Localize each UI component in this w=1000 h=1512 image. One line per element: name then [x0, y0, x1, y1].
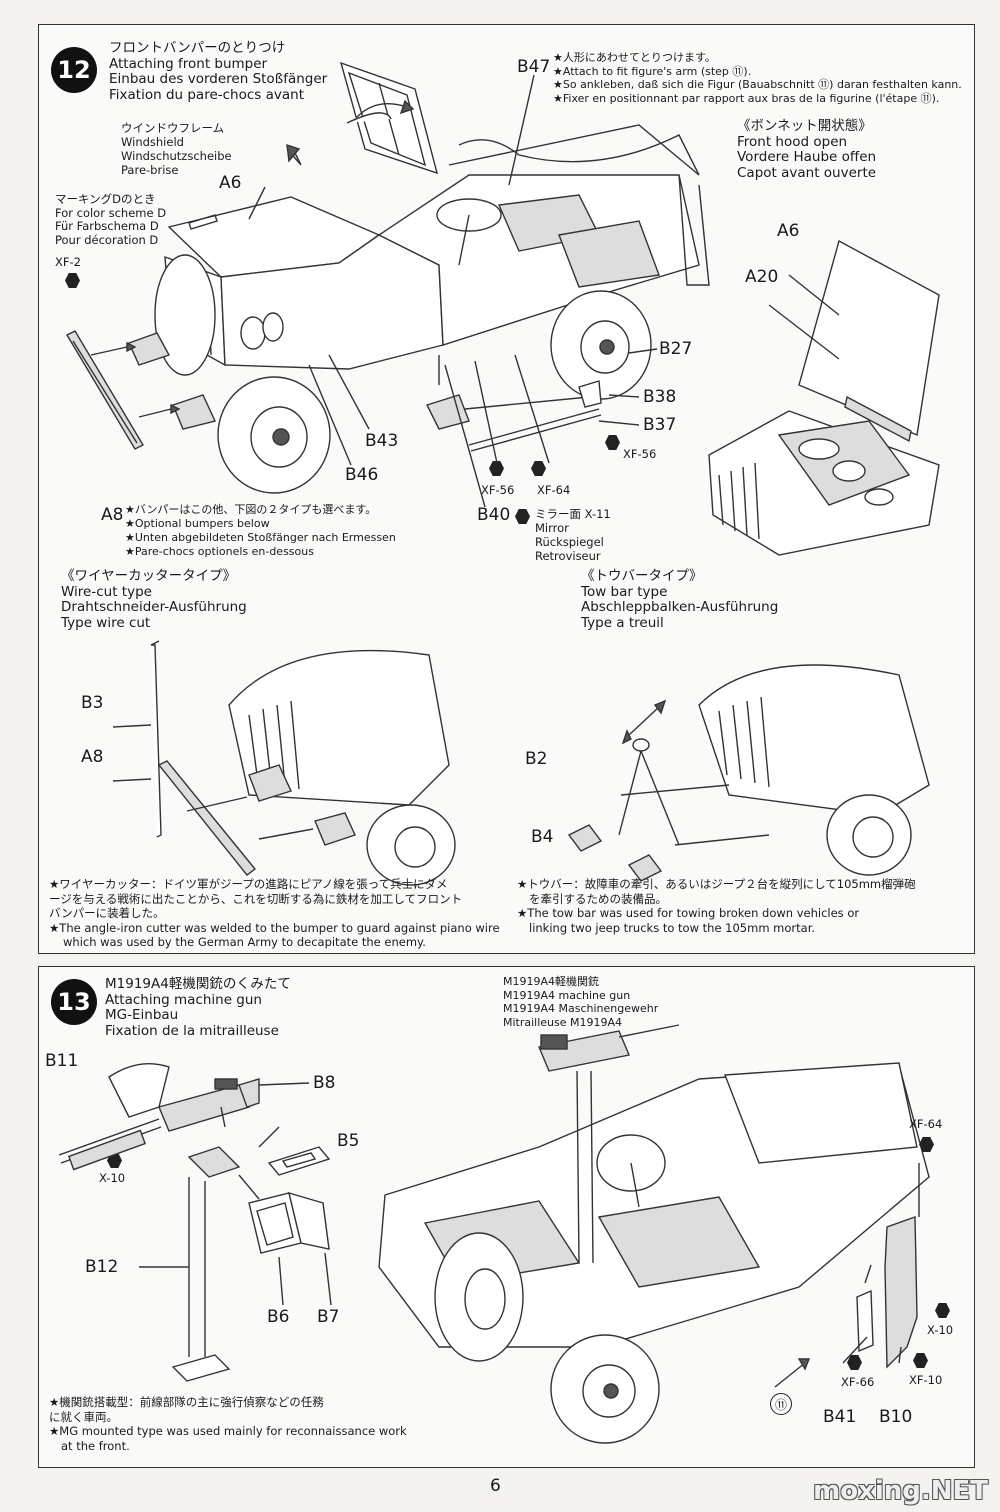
hood-open-illustration: [708, 239, 940, 556]
step-13-panel: 13 M1919A4軽機関銃のくみたて Attaching machine gu…: [38, 966, 975, 1468]
part-a20: A20: [745, 267, 779, 287]
paint-xf64: XF-64: [909, 1117, 943, 1131]
wire-cut-type-title: 《ワイヤーカッタータイプ》 Wire-cut type Drahtschneid…: [61, 568, 247, 631]
part-b47: B47: [517, 57, 551, 77]
paint-xf56: XF-56: [481, 483, 515, 497]
paint-x10: X-10: [99, 1171, 126, 1185]
paint-hex-icon: [531, 461, 546, 476]
part-b27: B27: [659, 339, 693, 359]
step-title: フロントバンパーのとりつけ Attaching front bumper Ein…: [109, 40, 328, 103]
step-reference-circle: ⑪: [770, 1393, 792, 1415]
part-b12: B12: [85, 1257, 119, 1277]
marking-d-callout: マーキングDのとき For color scheme D Für Farbsch…: [55, 192, 167, 247]
step-number-badge: 13: [51, 979, 97, 1025]
part-b46: B46: [345, 465, 379, 485]
part-b43: B43: [365, 431, 399, 451]
part-b5: B5: [337, 1131, 360, 1151]
wire-cutter-illustration: [112, 640, 456, 886]
part-b7: B7: [317, 1307, 340, 1327]
tow-bar-illustration: [567, 664, 930, 882]
paint-xf10: XF-10: [909, 1373, 943, 1387]
title-ja: フロントバンパーのとりつけ: [109, 40, 286, 56]
jeep-bumper-illustration: [66, 61, 710, 508]
paint-hex-icon: [489, 461, 504, 476]
machine-gun-illustration: [58, 1024, 930, 1444]
watermark: moxing.NET: [813, 1476, 988, 1506]
title-fr: Fixation de la mitrailleuse: [105, 1022, 279, 1039]
part-b3: B3: [81, 693, 104, 713]
step-12-panel: 12 フロントバンパーのとりつけ Attaching front bumper …: [38, 24, 975, 954]
part-b2: B2: [525, 749, 548, 769]
b47-note: ★人形にあわせてとりつけます。 ★Attach to fit figure's …: [553, 51, 962, 105]
paint-hex-icon: [935, 1303, 950, 1318]
part-a8-wire: A8: [81, 747, 104, 767]
part-b37: B37: [643, 415, 677, 435]
step-title: M1919A4軽機関銃のくみたて Attaching machine gun M…: [105, 976, 291, 1039]
part-b8: B8: [313, 1073, 336, 1093]
paint-hex-icon: [65, 273, 80, 288]
part-b11: B11: [45, 1051, 79, 1071]
paint-xf2: XF-2: [55, 255, 81, 269]
part-b10: B10: [879, 1407, 913, 1427]
paint-xf66: XF-66: [841, 1375, 875, 1389]
paint-hex-icon: [515, 509, 530, 524]
windshield-callout: ウインドウフレーム Windshield Windschutzscheibe P…: [121, 121, 232, 177]
mg-mounted-note: ★機関銃搭載型：前線部隊の主に強行偵察などの任務 に就く車両。 ★MG moun…: [49, 1395, 407, 1453]
part-b6: B6: [267, 1307, 290, 1327]
paint-xf56: XF-56: [623, 447, 657, 461]
title-de: Einbau des vorderen Stoßfänger: [109, 71, 328, 87]
wire-cutter-note: ★ワイヤーカッター：ドイツ軍がジープの進路にピアノ線を張って兵士にダメ ージを与…: [49, 877, 500, 949]
part-b4: B4: [531, 827, 554, 847]
paint-xf64: XF-64: [537, 483, 571, 497]
part-a6: A6: [219, 173, 242, 193]
hood-open-callout: 《ボンネット開状態》 Front hood open Vordere Haube…: [737, 118, 877, 181]
paint-x10: X-10: [927, 1323, 954, 1337]
paint-hex-icon: [605, 435, 620, 450]
title-en: Attaching front bumper: [109, 55, 268, 72]
bumper-note: ★バンパーはこの他、下図の２タイプも選べます。 ★Optional bumper…: [125, 503, 396, 558]
part-a8: A8: [101, 505, 124, 525]
part-b40: B40: [477, 505, 511, 525]
paint-hex-icon: [919, 1137, 934, 1152]
paint-hex-icon: [913, 1353, 928, 1368]
part-a6-open: A6: [777, 221, 800, 241]
machine-gun-callout: M1919A4軽機関銃 M1919A4 machine gun M1919A4 …: [503, 975, 659, 1029]
step-number-badge: 12: [51, 47, 97, 93]
title-ja: M1919A4軽機関銃のくみたて: [105, 976, 291, 992]
paint-hex-icon: [847, 1355, 862, 1370]
title-en: Attaching machine gun: [105, 991, 262, 1008]
part-b41: B41: [823, 1407, 857, 1427]
title-de: MG-Einbau: [105, 1007, 179, 1023]
part-b38: B38: [643, 387, 677, 407]
mirror-callout: ミラー面 X-11 Mirror Rückspiegel Retroviseur: [535, 507, 611, 563]
title-fr: Fixation du pare-chocs avant: [109, 86, 305, 103]
tow-bar-note: ★トウバー：故障車の牽引、あるいはジープ２台を縦列にして105mm榴弾砲 を牽引…: [517, 877, 916, 935]
page-number: 6: [490, 1476, 501, 1496]
tow-bar-type-title: 《トウバータイプ》 Tow bar type Abschleppbalken-A…: [581, 568, 779, 631]
